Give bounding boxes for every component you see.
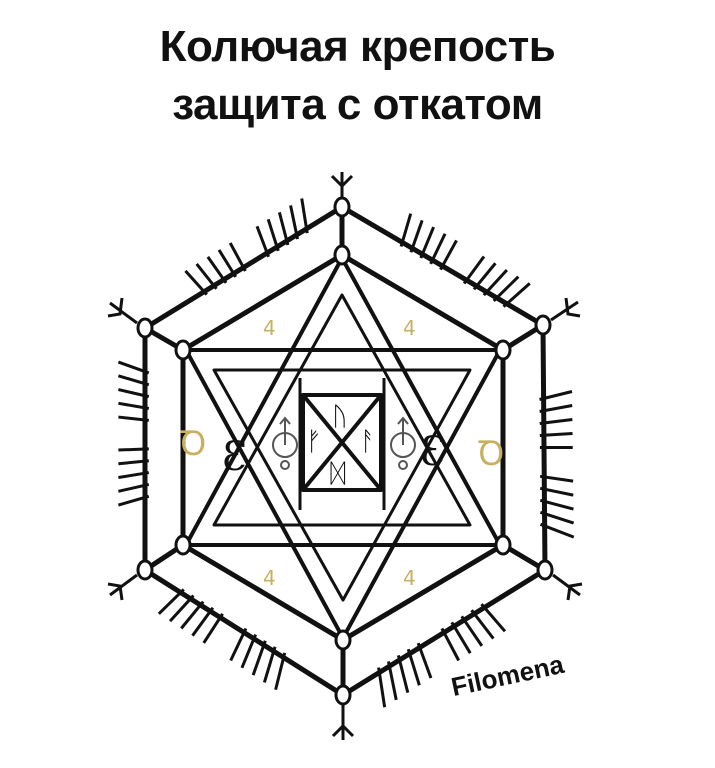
svg-text:4: 4 (403, 566, 416, 590)
tick-mark (118, 471, 150, 480)
tick-mark (470, 609, 495, 640)
center-square (301, 393, 383, 492)
tick-mark (277, 211, 290, 246)
tick-mark (251, 640, 267, 676)
tick-mark (117, 374, 150, 387)
tick-mark (539, 522, 575, 539)
tick-mark (228, 242, 247, 272)
tick-mark (387, 661, 398, 701)
tick-mark (217, 249, 238, 278)
tick-mark (377, 667, 387, 708)
tick-mark (539, 390, 573, 401)
tick-mark (206, 256, 228, 284)
tick-mark (255, 225, 270, 258)
tick-mark (262, 646, 277, 683)
tick-mark (460, 615, 484, 647)
tick-mark (289, 205, 300, 240)
title-line-2: защита с откатом (172, 80, 543, 129)
tick-mark (440, 627, 461, 662)
svg-text:4: 4 (403, 316, 416, 340)
rune-4: ᛞ (330, 459, 346, 489)
up-triangle (184, 256, 502, 547)
tick-mark (480, 603, 507, 633)
center-runes: ᚢ ᚠ ᚨ ᛞ (306, 402, 376, 489)
vertex-nodes (136, 196, 554, 706)
tick-mark (416, 642, 433, 679)
title-line-1: Колючая крепость (159, 22, 556, 71)
tick-mark (472, 262, 497, 291)
up-triangle-inner (212, 293, 472, 527)
tick-mark (539, 418, 573, 425)
tick-mark (482, 268, 508, 297)
tick-mark (539, 474, 574, 483)
tick-mark (406, 648, 421, 686)
circle-arrow-icons (272, 416, 416, 470)
tick-mark (439, 239, 458, 271)
tick-mark (117, 360, 150, 375)
rune-1: ᚢ (332, 402, 348, 432)
tick-mark (539, 404, 573, 413)
tick-mark (191, 606, 215, 637)
tick-mark (429, 233, 447, 265)
tick-mark (492, 275, 520, 302)
svg-text:Ꝺ: Ꝺ (180, 424, 206, 464)
tick-mark (118, 447, 149, 452)
tick-mark (419, 226, 435, 259)
tick-mark (450, 621, 472, 654)
trident-icons (107, 172, 583, 740)
tick-mark (168, 594, 195, 623)
tick-marks (117, 198, 575, 708)
rune-3: ᚨ (360, 427, 376, 457)
tick-mark (118, 388, 150, 399)
tick-mark (240, 634, 257, 669)
tick-mark (202, 613, 224, 644)
down-triangle-inner (212, 368, 472, 602)
tick-mark (539, 510, 575, 525)
tick-mark (118, 482, 150, 493)
tick-mark (118, 459, 149, 466)
tick-mark (229, 627, 248, 662)
tick-mark (539, 498, 574, 511)
tick-mark (184, 269, 208, 296)
tick-mark (399, 213, 413, 247)
tick-mark (157, 588, 185, 615)
epsilon-right-icon: Ɛ (420, 429, 445, 475)
tick-mark (117, 494, 150, 507)
tick-mark (266, 218, 280, 252)
tick-mark (409, 219, 424, 253)
tick-mark (539, 432, 573, 437)
svg-text:4: 4 (263, 316, 276, 340)
tick-mark (539, 486, 574, 497)
tick-mark (300, 198, 309, 234)
tick-mark (195, 262, 218, 290)
tick-mark (396, 654, 410, 693)
svg-text:4: 4 (263, 566, 276, 590)
down-triangle (184, 348, 502, 640)
tick-mark (180, 600, 205, 630)
tick-mark (462, 255, 486, 285)
rune-2: ᚠ (306, 427, 322, 457)
tick-mark (118, 401, 150, 410)
tick-mark (118, 415, 149, 422)
svg-text:Ꝺ: Ꝺ (478, 434, 504, 474)
tick-mark (502, 282, 531, 308)
epsilon-left-icon: Ɛ (222, 434, 247, 480)
accent-symbols: 4 4 4 4 Ꝺ Ꝺ (180, 316, 504, 590)
tick-mark (274, 652, 287, 691)
